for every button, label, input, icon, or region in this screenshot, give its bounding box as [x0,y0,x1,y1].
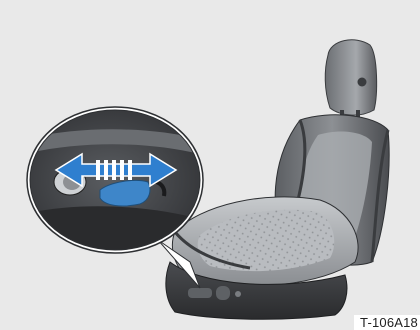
figure-id-label: T-106A18 [354,315,420,330]
seat-switch-small [188,288,212,298]
seat-cushion [172,197,358,287]
headrest-button-icon [358,78,367,87]
headrest [325,40,376,124]
